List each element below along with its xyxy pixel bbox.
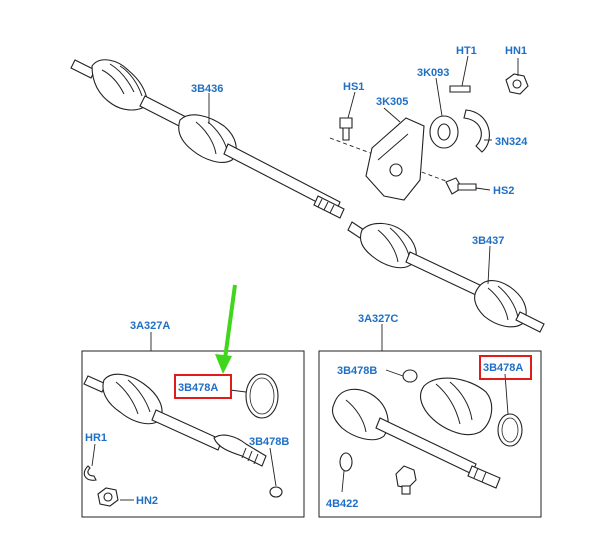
label-HR1: HR1 [85,432,107,444]
label-3B478A-right: 3B478A [483,362,523,374]
label-3N324: 3N324 [495,136,528,148]
label-HN1: HN1 [505,45,527,57]
leader-lines [91,55,519,501]
label-3B437: 3B437 [472,235,504,247]
label-3K093: 3K093 [417,67,449,79]
label-3B436: 3B436 [191,83,223,95]
highlight-box-right [479,355,532,380]
label-3B478B-left: 3B478B [249,436,289,448]
label-3A327A: 3A327A [130,320,170,332]
label-3A327C: 3A327C [358,313,398,325]
callout-labels: 3B436 HS1 3K305 3K093 HT1 HN1 3N324 HS2 … [85,45,528,510]
label-HT1: HT1 [456,45,477,57]
label-HS1: HS1 [343,81,364,93]
main-drive-shaft [70,59,545,333]
highlights [174,284,532,399]
label-3K305: 3K305 [376,96,408,108]
highlight-box-left [174,374,232,399]
label-3B478A-left: 3B478A [178,382,218,394]
label-4B422: 4B422 [326,498,358,510]
bracket-hardware [329,73,529,201]
green-arrow-icon [215,284,237,374]
label-HN2: HN2 [136,495,158,507]
left-shaft-panel [81,350,305,518]
label-HS2: HS2 [493,185,514,197]
label-3B478B-right: 3B478B [337,365,377,377]
